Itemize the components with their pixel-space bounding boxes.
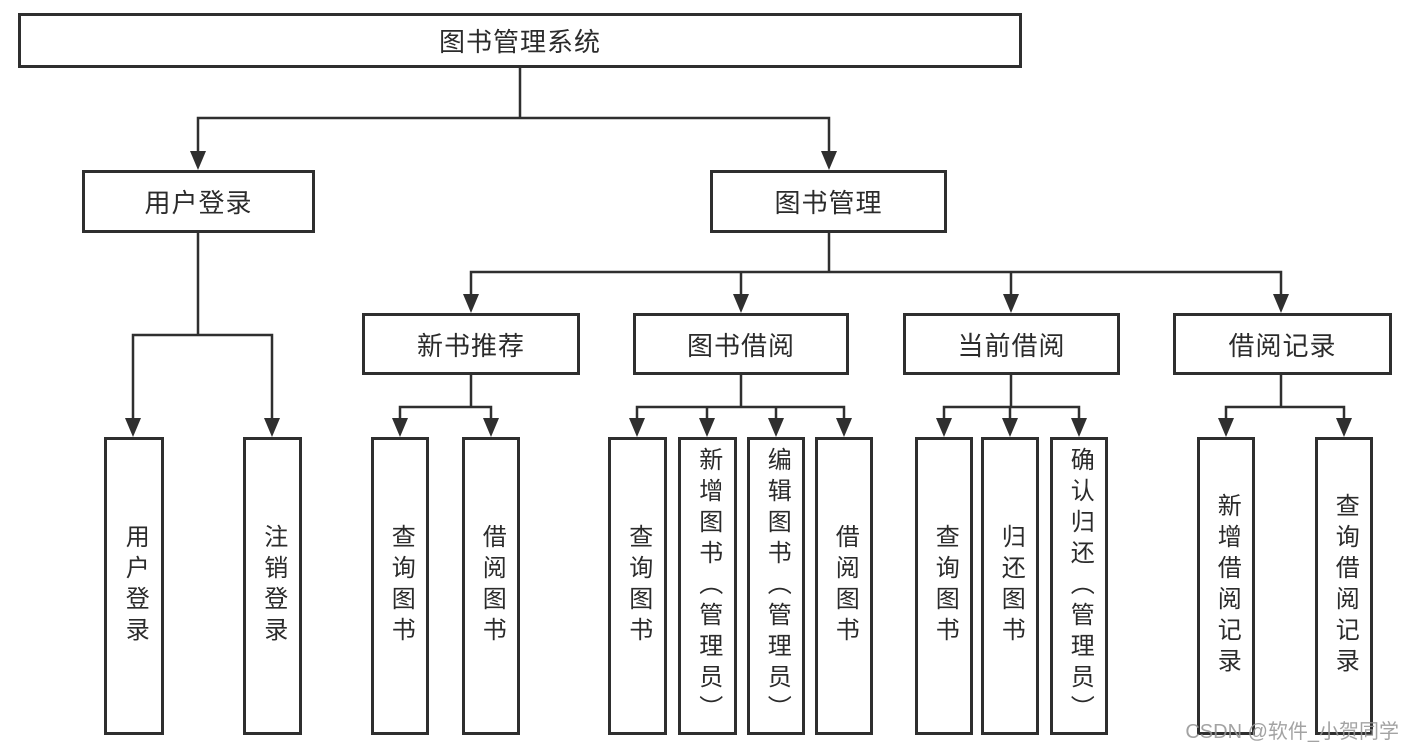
- node-book-management: 图书管理: [710, 170, 947, 233]
- node-borrowing-records: 借阅记录: [1173, 313, 1392, 375]
- leaf-add-borrow-record: 新增借阅记录: [1197, 437, 1255, 735]
- leaf-return-books: 归还图书: [981, 437, 1039, 735]
- leaf-label: 新增借阅记录: [1213, 493, 1241, 679]
- node-library-management-system: 图书管理系统: [18, 13, 1022, 68]
- leaf-user-login: 用户登录: [104, 437, 164, 735]
- leaf-logout: 注销登录: [243, 437, 302, 735]
- leaf-confirm-return-admin: 确认归还（管理员）: [1050, 437, 1108, 735]
- arrowheads: [125, 151, 1352, 437]
- leaf-label: 借阅图书: [831, 524, 859, 648]
- leaf-label: 查询图书: [624, 524, 652, 648]
- node-user-login: 用户登录: [82, 170, 315, 233]
- leaf-label: 查询借阅记录: [1331, 493, 1359, 679]
- leaf-label: 借阅图书: [478, 524, 506, 648]
- csdn-watermark: CSDN @软件_小贺同学: [1185, 721, 1399, 743]
- tree-edges: [131, 68, 1346, 421]
- leaf-query-books-current: 查询图书: [915, 437, 973, 735]
- leaf-label: 编辑图书（管理员）: [763, 446, 791, 726]
- leaf-edit-books-admin: 编辑图书（管理员）: [747, 437, 805, 735]
- leaf-label: 确认归还（管理员）: [1066, 446, 1094, 726]
- leaf-query-books-recommend: 查询图书: [371, 437, 429, 735]
- leaf-label: 新增图书（管理员）: [694, 446, 722, 726]
- leaf-query-borrow-record: 查询借阅记录: [1315, 437, 1373, 735]
- node-current-borrowing: 当前借阅: [903, 313, 1120, 375]
- leaf-add-books-admin: 新增图书（管理员）: [678, 437, 737, 735]
- leaf-query-books-borrowing: 查询图书: [608, 437, 667, 735]
- leaf-label: 查询图书: [931, 524, 959, 648]
- leaf-borrow-books-borrowing: 借阅图书: [815, 437, 873, 735]
- node-new-book-recommendation: 新书推荐: [362, 313, 580, 375]
- leaf-label: 用户登录: [121, 524, 149, 648]
- node-book-borrowing: 图书借阅: [633, 313, 849, 375]
- leaf-borrow-books-recommend: 借阅图书: [462, 437, 520, 735]
- leaf-label: 查询图书: [387, 524, 415, 648]
- leaf-label: 注销登录: [259, 524, 287, 648]
- leaf-label: 归还图书: [997, 524, 1025, 648]
